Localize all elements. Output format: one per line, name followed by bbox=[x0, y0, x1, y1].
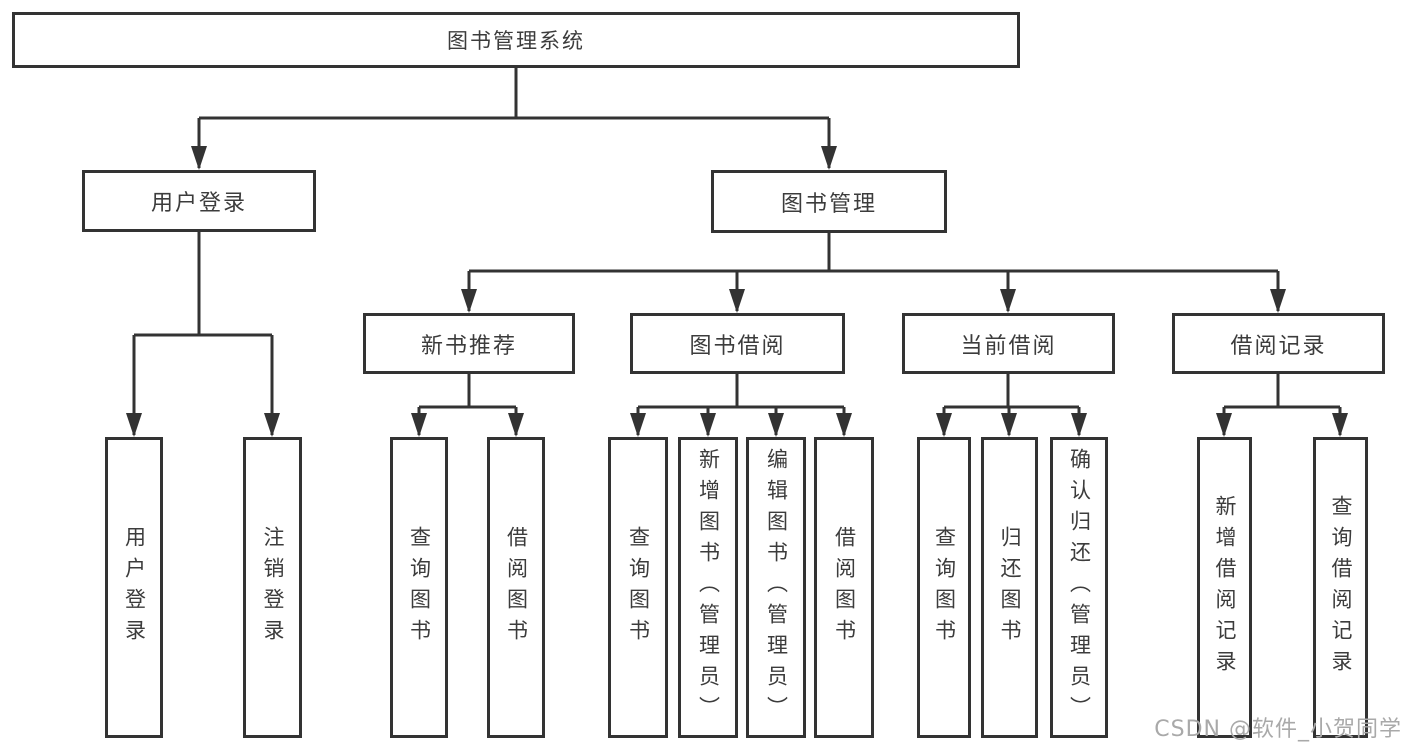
leaf-add-book-admin: 新增图书（管理员） bbox=[678, 437, 738, 738]
node-label: 新增借阅记录 bbox=[1213, 494, 1237, 681]
leaf-query-books-current: 查询图书 bbox=[917, 437, 971, 738]
node-label: 查询借阅记录 bbox=[1329, 494, 1353, 681]
leaf-add-borrow-record: 新增借阅记录 bbox=[1197, 437, 1252, 738]
node-new-book-recommend: 新书推荐 bbox=[363, 313, 575, 374]
node-label: 查询图书 bbox=[932, 525, 957, 650]
node-label: 查询图书 bbox=[407, 525, 432, 650]
csdn-watermark: CSDN @软件_小贺同学 bbox=[1154, 717, 1402, 742]
node-label: 查询图书 bbox=[626, 525, 651, 650]
leaf-query-borrow-record: 查询借阅记录 bbox=[1313, 437, 1368, 738]
node-label: 新书推荐 bbox=[420, 333, 517, 359]
node-book-management: 图书管理 bbox=[711, 170, 947, 233]
node-user-login: 用户登录 bbox=[82, 170, 316, 232]
node-label: 归还图书 bbox=[998, 525, 1022, 650]
node-label: 确认归还（管理员） bbox=[1067, 448, 1092, 727]
node-current-borrowing: 当前借阅 bbox=[902, 313, 1115, 374]
node-label: 图书管理 bbox=[780, 191, 877, 217]
node-borrow-records: 借阅记录 bbox=[1172, 313, 1385, 374]
node-label: 当前借阅 bbox=[960, 333, 1057, 359]
node-label: 新增图书（管理员） bbox=[696, 448, 721, 727]
leaf-borrow-books-recommend: 借阅图书 bbox=[487, 437, 545, 738]
node-label: 图书借阅 bbox=[689, 333, 786, 359]
node-label: 借阅图书 bbox=[504, 525, 529, 650]
leaf-borrow-books: 借阅图书 bbox=[814, 437, 874, 738]
leaf-return-book: 归还图书 bbox=[981, 437, 1038, 738]
node-label: 用户登录 bbox=[150, 191, 247, 216]
node-label: 借阅记录 bbox=[1230, 333, 1327, 359]
node-label: 图书管理系统 bbox=[447, 29, 585, 53]
node-label: 借阅图书 bbox=[832, 525, 857, 650]
arrowheads bbox=[126, 146, 1348, 437]
leaf-edit-book-admin: 编辑图书（管理员） bbox=[746, 437, 806, 738]
node-label: 用户登录 bbox=[122, 525, 147, 650]
node-root-library-management-system: 图书管理系统 bbox=[12, 12, 1020, 68]
leaf-confirm-return-admin: 确认归还（管理员） bbox=[1050, 437, 1108, 738]
node-label: 编辑图书（管理员） bbox=[764, 448, 789, 727]
node-book-borrowing: 图书借阅 bbox=[630, 313, 845, 374]
leaf-logout: 注销登录 bbox=[243, 437, 302, 738]
leaf-query-books-recommend: 查询图书 bbox=[390, 437, 448, 738]
leaf-query-books-borrowing: 查询图书 bbox=[608, 437, 668, 738]
node-label: 注销登录 bbox=[261, 525, 285, 650]
leaf-user-login: 用户登录 bbox=[105, 437, 163, 738]
